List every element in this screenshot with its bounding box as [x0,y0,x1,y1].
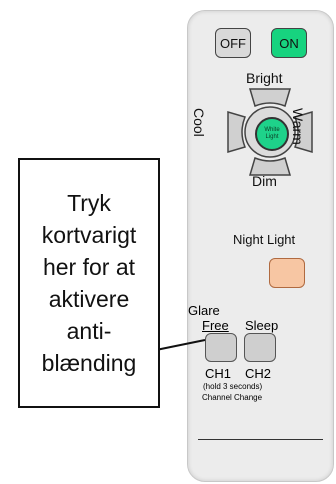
glare-free-ch1-button[interactable] [205,333,237,362]
channel-change-label: Channel Change [202,393,263,402]
callout-box: Tryk kortvarigt her for at aktivere anti… [18,158,160,408]
white-light-label-line2: Light [265,134,279,140]
cool-button[interactable] [227,110,247,154]
warm-button[interactable] [293,110,313,154]
night-light-button[interactable] [269,258,305,288]
divider [198,439,323,440]
callout-line: anti- [66,318,112,344]
callout-line: blænding [41,350,137,376]
dim-button[interactable] [248,156,292,176]
white-light-button[interactable]: White Light [255,117,289,151]
night-light-label: Night Light [233,232,296,247]
callout-line: aktivere [48,286,130,312]
off-button[interactable]: OFF [215,28,251,58]
hold-instruction-label: (hold 3 seconds) [203,382,263,391]
sleep-ch2-button[interactable] [244,333,276,362]
callout-line: her for at [42,254,136,280]
bright-button[interactable] [248,88,292,108]
on-button[interactable]: ON [271,28,307,58]
dim-label: Dim [252,173,277,189]
ch2-label: CH2 [245,366,272,381]
callout-line: Tryk [67,190,111,216]
bright-label: Bright [246,70,283,86]
sleep-label: Sleep [245,318,279,333]
ch1-label: CH1 [205,366,232,381]
free-label: Free [202,318,229,333]
glare-label: Glare [188,303,220,318]
callout-line: kortvarigt [41,222,137,248]
white-light-label-line1: White [264,127,280,133]
